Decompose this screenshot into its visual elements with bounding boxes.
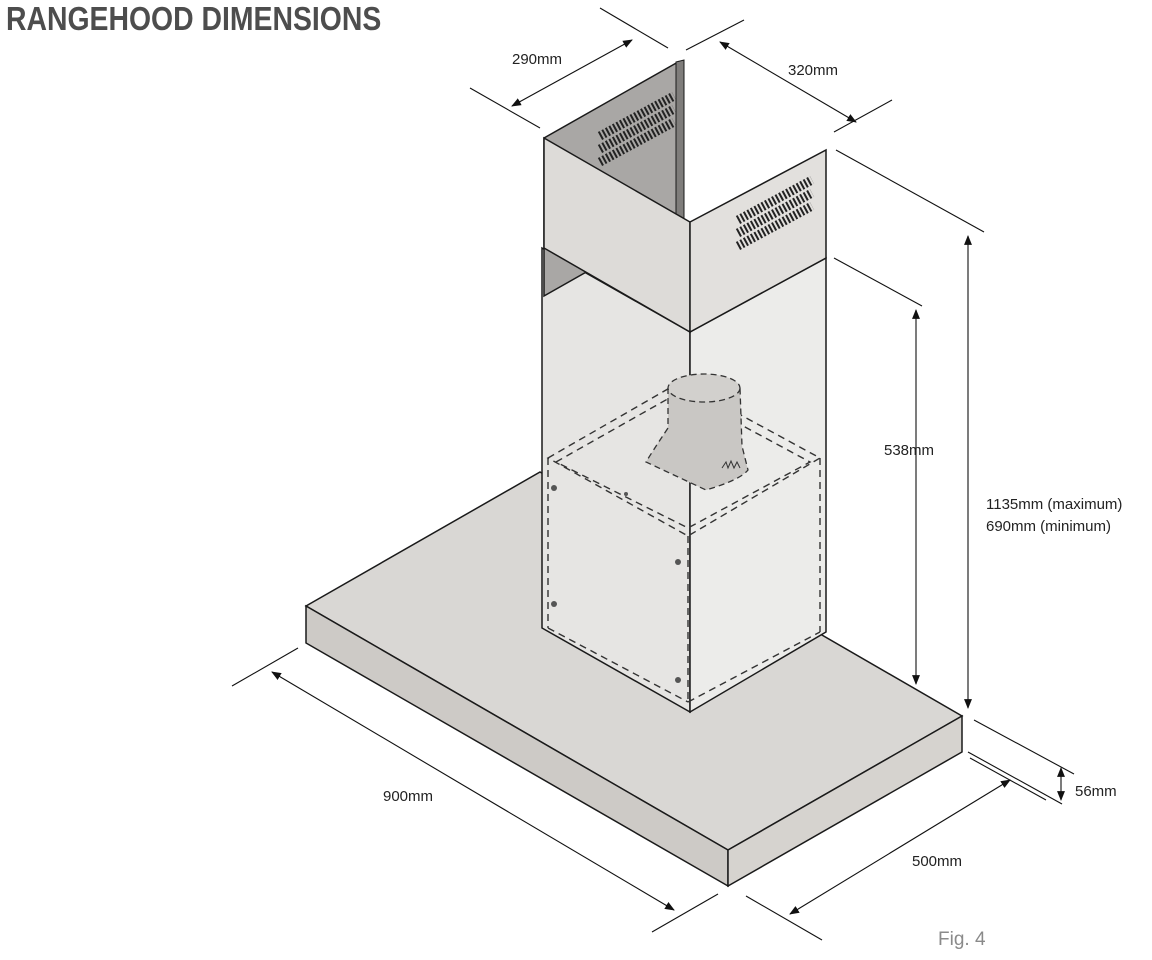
dim-arrow-290 — [511, 39, 633, 107]
dim-arrow-500 — [789, 779, 1011, 915]
label-500mm: 500mm — [912, 853, 962, 870]
exhaust-spigot — [645, 373, 749, 491]
label-56mm: 56mm — [1075, 783, 1117, 800]
upper-chimney-inner-side — [675, 59, 685, 223]
mount-screws — [551, 485, 681, 683]
label-538mm: 538mm — [884, 442, 934, 459]
dim-arrow-320 — [719, 41, 857, 123]
internal-motor-box — [546, 381, 822, 703]
dimension-lines — [231, 7, 1075, 941]
diagram-title: RANGEHOOD DIMENSIONS — [6, 0, 382, 37]
label-320mm: 320mm — [788, 62, 838, 79]
lower-chimney — [541, 246, 827, 714]
dim-arrow-900 — [271, 671, 675, 911]
label-height-max: 1135mm (maximum) — [986, 496, 1122, 513]
figure-label: Fig. 4 — [938, 929, 986, 950]
upper-chimney-right-face — [689, 148, 827, 334]
label-290mm: 290mm — [512, 51, 562, 68]
label-900mm: 900mm — [383, 788, 433, 805]
label-height-min: 690mm (minimum) — [986, 518, 1111, 535]
